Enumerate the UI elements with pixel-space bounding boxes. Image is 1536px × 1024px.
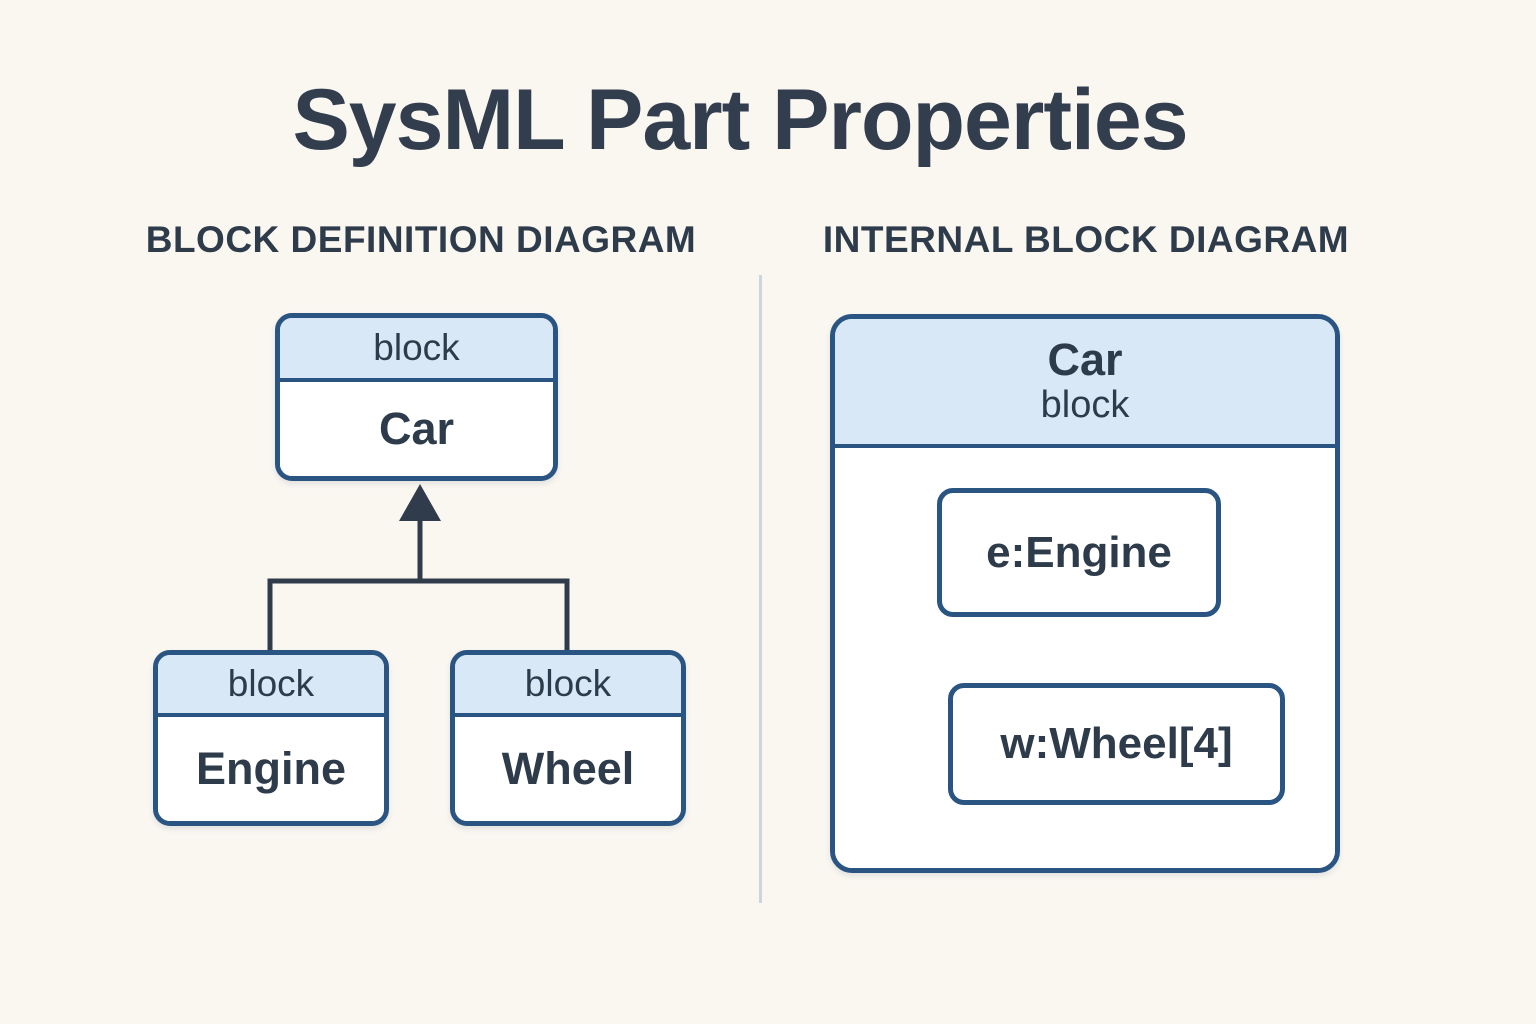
ibd-part-wheel-label: w:Wheel[4] xyxy=(1000,719,1233,768)
generalization-line-branch xyxy=(267,578,570,650)
bdd-block-wheel-name: Wheel xyxy=(501,743,635,795)
bdd-block-car-body: Car xyxy=(280,382,553,476)
bdd-block-engine-header: block xyxy=(158,655,384,717)
bdd-block-wheel-body: Wheel xyxy=(455,717,681,821)
bdd-block-engine-stereotype: block xyxy=(227,662,315,704)
bdd-block-wheel-header: block xyxy=(455,655,681,717)
bdd-block-car-name: Car xyxy=(378,403,455,455)
bdd-block-car: block Car xyxy=(275,313,558,481)
generalization-arrowhead-icon xyxy=(399,484,441,521)
ibd-block-car-stereotype: block xyxy=(1040,384,1130,427)
section-divider xyxy=(759,275,762,903)
ibd-section-heading: INTERNAL BLOCK DIAGRAM xyxy=(822,219,1350,260)
bdd-section-heading: BLOCK DEFINITION DIAGRAM xyxy=(145,219,697,260)
bdd-block-engine-body: Engine xyxy=(158,717,384,821)
ibd-block-car-name: Car xyxy=(1047,333,1123,385)
bdd-block-car-stereotype: block xyxy=(373,326,460,368)
ibd-part-wheel: w:Wheel[4] xyxy=(948,683,1285,805)
ibd-block-car-header: Car block xyxy=(835,319,1335,448)
bdd-block-car-header: block xyxy=(280,318,553,382)
ibd-part-engine-label: e:Engine xyxy=(986,527,1172,577)
ibd-part-engine: e:Engine xyxy=(937,488,1221,617)
bdd-block-wheel-stereotype: block xyxy=(524,662,612,704)
page-title: SysML Part Properties xyxy=(292,72,1188,168)
bdd-block-engine-name: Engine xyxy=(195,743,346,795)
bdd-block-engine: block Engine xyxy=(153,650,389,826)
bdd-block-wheel: block Wheel xyxy=(450,650,686,826)
